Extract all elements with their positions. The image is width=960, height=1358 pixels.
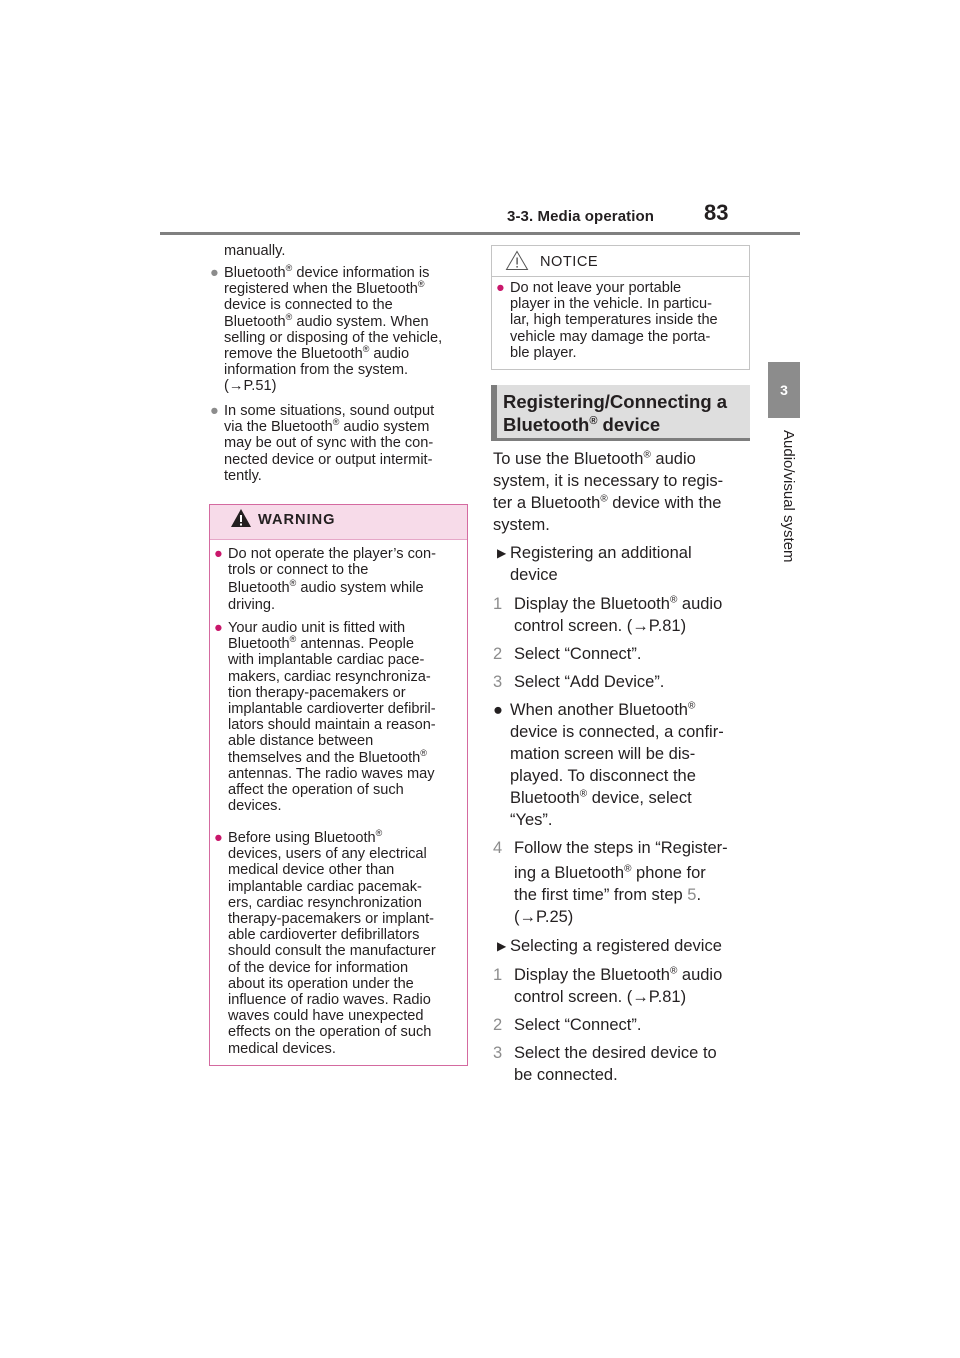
step-2-connect: 2 Select “Connect”.	[493, 645, 642, 663]
chapter-title: Audio/visual system	[780, 430, 797, 563]
procedure-heading-add: ▶ Registering an additional device	[497, 544, 692, 584]
page-number: 83	[704, 200, 729, 225]
bullet-dot-icon: ●	[210, 403, 219, 419]
intro-paragraph: To use the Bluetooth® audio system, it i…	[493, 449, 724, 534]
step-4-follow: 4 Follow the steps in “Register- ing a B…	[493, 837, 751, 928]
chapter-tab: 3	[768, 362, 800, 418]
bullet-dot-icon: ●	[210, 265, 219, 281]
section-heading: Registering/Connecting a Bluetooth® devi…	[503, 391, 728, 435]
bullet-dot-icon: ●	[214, 830, 223, 846]
bullet-dot-icon: ●	[214, 620, 223, 636]
caution-triangle-icon	[505, 250, 529, 270]
warning-header	[210, 505, 467, 540]
arrow-right-icon: ▶	[497, 939, 507, 953]
bullet-dot-icon: ●	[496, 280, 505, 296]
bullet-dot-icon: ●	[493, 701, 503, 719]
note-disconnect: ● When another Bluetooth® device is conn…	[493, 700, 724, 829]
procedure-heading-select: ▶ Selecting a registered device	[497, 937, 722, 955]
step-2-connect-2: 2 Select “Connect”.	[493, 1016, 642, 1034]
chapter-side-label: Audio/visual system	[778, 430, 800, 600]
page-reference: (→P.51)	[224, 378, 277, 395]
warning-triangle-icon	[231, 509, 251, 527]
notice-header	[492, 246, 749, 277]
warning-title: WARNING	[258, 512, 336, 528]
step-3-add-device: 3 Select “Add Device”.	[493, 673, 665, 691]
arrow-right-icon: ▶	[497, 546, 507, 560]
section-title: 3-3. Media operation	[507, 208, 655, 225]
step-1-display-2: 1 Display the Bluetooth® audio control s…	[493, 965, 723, 1006]
heading-accent-bar	[491, 385, 497, 438]
continuation-text: manually.	[224, 243, 286, 259]
bullet-dot-icon: ●	[214, 546, 223, 562]
page-reference: (→P.25)	[514, 908, 574, 926]
step-1-display: 1 Display the Bluetooth® audio control s…	[493, 594, 723, 635]
header-rule	[160, 232, 800, 235]
step-3-select-device: 3 Select the desired device to be connec…	[493, 1044, 717, 1084]
notice-box	[491, 245, 750, 370]
step-reference: 5	[687, 886, 697, 904]
notice-title: NOTICE	[540, 254, 599, 270]
chapter-number: 3	[780, 382, 788, 398]
section-heading-box	[491, 385, 750, 441]
warning-box	[209, 504, 468, 1066]
